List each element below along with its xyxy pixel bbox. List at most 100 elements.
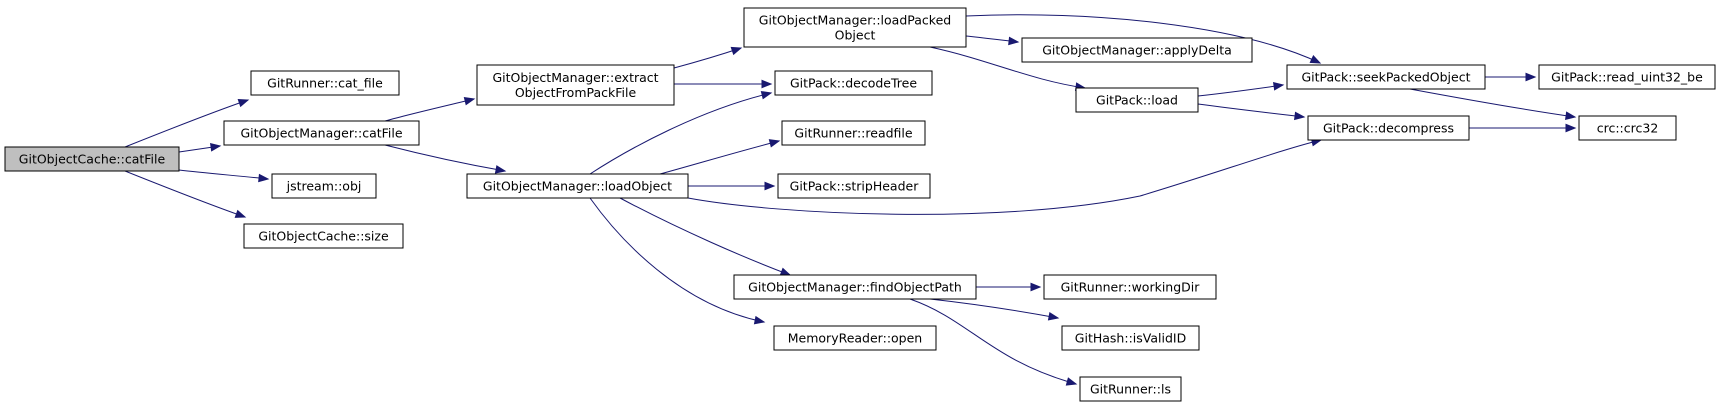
node-label: GitObjectManager::catFile (240, 126, 402, 141)
edge-loadpacked-to-seekpacked (965, 14, 1322, 64)
node-read-uint32[interactable]: GitPack::read_uint32_be (1538, 64, 1716, 90)
edge-line (1409, 88, 1576, 118)
node-oc-size[interactable]: GitObjectCache::size (243, 223, 404, 249)
edge-line (124, 99, 249, 148)
edge-loadobject-to-stripheader (688, 181, 776, 191)
edge-line (673, 47, 742, 69)
edge-loadobject-to-mr_open (589, 197, 766, 325)
node-box (1061, 325, 1200, 351)
arrowhead-icon (779, 267, 792, 276)
node-label: GitObjectManager::extract (492, 70, 658, 85)
node-label: GitObjectManager::applyDelta (1042, 43, 1232, 58)
edge-loadpacked-to-applydelta (965, 35, 1020, 46)
edge-line (965, 14, 1321, 64)
edge-om_catfile-to-extract (384, 96, 476, 122)
node-label: GitObjectCache::catFile (19, 152, 166, 167)
arrowhead-icon (1008, 36, 1020, 46)
node-label: GitRunner::cat_file (267, 76, 383, 91)
node-label: GitHash::isValidID (1075, 331, 1186, 346)
arrowhead-icon (1065, 377, 1078, 386)
node-box (1043, 274, 1217, 300)
edge-extract-to-loadpacked (673, 46, 743, 69)
node-loadobject[interactable]: GitObjectManager::loadObject (466, 173, 689, 199)
edge-findpath-to-isvalid (929, 298, 1060, 321)
edge-line (589, 92, 772, 175)
node-label: GitObjectManager::loadObject (483, 179, 672, 194)
node-box (777, 173, 931, 199)
node-box (1286, 64, 1486, 90)
arrowhead-icon (1047, 311, 1060, 321)
node-readfile[interactable]: GitRunner::readfile (781, 120, 926, 146)
node-label: GitPack::stripHeader (790, 179, 920, 194)
arrowhead-icon (494, 165, 507, 174)
edge-line (124, 170, 246, 218)
arrowhead-icon (764, 181, 776, 191)
arrowhead-icon (768, 139, 781, 148)
arrowhead-icon (258, 173, 270, 183)
node-label: Object (835, 28, 876, 43)
node-mr-open[interactable]: MemoryReader::open (773, 325, 937, 351)
edge-root-to-jstream_obj (178, 169, 270, 183)
node-crc32[interactable]: crc::crc32 (1578, 115, 1677, 141)
arrowhead-icon (760, 90, 773, 100)
node-box (4, 146, 180, 172)
arrowhead-icon (1565, 111, 1577, 120)
node-workingdir[interactable]: GitRunner::workingDir (1043, 274, 1217, 300)
node-findpath[interactable]: GitObjectManager::findObjectPath (733, 274, 977, 300)
edge-loadobject-to-decodetree (589, 90, 773, 175)
node-label: GitObjectManager::findObjectPath (748, 280, 962, 295)
node-label: GitPack::decodeTree (790, 76, 917, 91)
arrowhead-icon (1294, 111, 1306, 121)
node-jstream-obj[interactable]: jstream::obj (271, 173, 377, 199)
node-label: jstream::obj (286, 179, 362, 194)
call-graph-nodes: GitObjectCache::catFile GitRunner::cat_fi… (4, 7, 1716, 402)
node-decodetree[interactable]: GitPack::decodeTree (774, 70, 933, 96)
node-extract[interactable]: GitObjectManager::extractObjectFromPackF… (476, 64, 675, 106)
arrowhead-icon (1565, 123, 1577, 133)
arrowhead-icon (463, 96, 476, 106)
arrowhead-icon (753, 315, 766, 325)
node-label: GitPack::seekPackedObject (1301, 70, 1470, 85)
node-applydelta[interactable]: GitObjectManager::applyDelta (1021, 37, 1253, 63)
node-isvalid[interactable]: GitHash::isValidID (1061, 325, 1200, 351)
node-stripheader[interactable]: GitPack::stripHeader (777, 173, 931, 199)
node-seekpacked[interactable]: GitPack::seekPackedObject (1286, 64, 1486, 90)
node-box (743, 7, 967, 48)
call-graph-edges (124, 14, 1577, 386)
node-ls[interactable]: GitRunner::ls (1079, 376, 1182, 402)
edge-root-to-oc_size (124, 170, 247, 218)
edge-line (687, 139, 1322, 215)
arrowhead-icon (1273, 82, 1285, 91)
node-box (1307, 115, 1470, 141)
node-label: GitRunner::readfile (794, 126, 912, 141)
node-box (1075, 87, 1199, 113)
edge-line (589, 197, 765, 323)
node-om-catfile[interactable]: GitObjectManager::catFile (223, 120, 420, 146)
arrowhead-icon (761, 79, 773, 89)
arrowhead-icon (1309, 55, 1322, 64)
node-root[interactable]: GitObjectCache::catFile (4, 146, 180, 172)
edge-line (929, 298, 1059, 319)
edge-line (619, 197, 791, 276)
node-box (733, 274, 977, 300)
node-box (774, 70, 933, 96)
node-decompress[interactable]: GitPack::decompress (1307, 115, 1470, 141)
edge-findpath-to-workingdir (976, 282, 1042, 292)
node-box (271, 173, 377, 199)
node-label: MemoryReader::open (788, 331, 922, 346)
node-label: crc::crc32 (1597, 121, 1659, 136)
node-pack-load[interactable]: GitPack::load (1075, 87, 1199, 113)
node-box (1538, 64, 1716, 90)
edge-line (929, 46, 1086, 89)
node-cat-file[interactable]: GitRunner::cat_file (250, 70, 400, 96)
edge-findpath-to-ls (909, 298, 1078, 386)
node-label: GitPack::decompress (1323, 121, 1454, 136)
edge-seekpacked-to-crc32 (1409, 88, 1577, 120)
node-box (223, 120, 420, 146)
edge-loadobject-to-findpath (619, 197, 792, 276)
node-box (243, 223, 404, 249)
node-label: GitObjectManager::loadPacked (759, 13, 951, 28)
edge-line (384, 98, 475, 122)
